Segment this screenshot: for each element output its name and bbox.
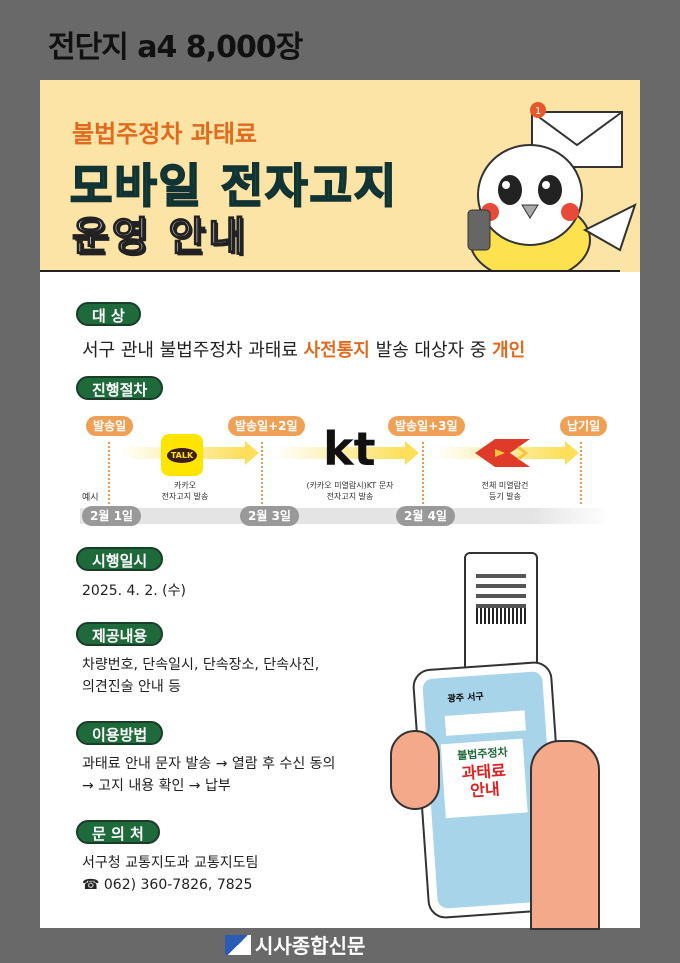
hand-icon [390,730,440,810]
contact-text: 서구청 교통지도과 교통지도팀☎ 062) 360-7826, 7825 [82,855,259,893]
timeline-arrow [435,441,579,465]
contact-label: 문 의 처 [76,820,160,844]
usage-text: 과태료 안내 문자 발송 → 열람 후 수신 동의→ 고지 내용 확인 → 납부 [82,756,336,794]
top-title: 전단지 a4 8,000장 [48,30,303,65]
content-text: 차량번호, 단속일시, 단속장소, 단속사진,의견진술 안내 등 [82,657,320,695]
header-title-line1: 모바일 전자고지 [69,158,399,214]
hand-icon [530,740,600,930]
timeline-date-bar [80,508,610,524]
timeline-divider [422,442,424,504]
content-label: 제공내용 [76,622,164,646]
poster-header: 불법주정차 과태료 모바일 전자고지 운영 안내 1 [40,80,640,272]
registered-mail-icon [475,439,530,467]
receipt-icon [464,552,538,672]
step-pill: 발송일+3일 [388,416,465,436]
example-label: 예시 [82,493,99,503]
step-date: 2월 1일 [82,506,141,526]
usage-label: 이용방법 [76,721,164,745]
phone-sender: 광주 서구 [447,692,485,705]
target-text: 서구 관내 불법주정차 과태료 사전통지 발송 대상자 중 개인 [82,340,526,361]
step-pill: 발송일 [86,416,134,436]
timeline-divider [580,442,582,504]
mascot-with-mail-icon: 1 [467,102,637,272]
footer-logo: 시사종합신문 [225,930,365,959]
timeline-divider [261,442,263,504]
kakaotalk-icon: TALK [161,434,203,476]
newspaper-logo-icon [225,934,251,955]
procedure-label: 진행절차 [76,376,164,400]
header-divider [40,270,620,272]
timeline-arrow [275,441,419,465]
step-date: 2월 3일 [240,506,299,526]
svg-text:1: 1 [535,106,541,117]
target-label: 대 상 [76,302,141,326]
step-pill: 납기일 [560,416,608,436]
kt-logo-icon: kt [323,422,376,476]
poster: 불법주정차 과태료 모바일 전자고지 운영 안내 1 대 상 서구 관내 불법주… [40,80,640,930]
timeline-divider [108,442,110,504]
step-pill: 발송일+2일 [228,416,305,436]
effective-text: 2025. 4. 2. (수) [82,583,186,599]
header-subtitle: 불법주정차 과태료 [72,120,257,148]
header-title-line2: 운영 안내 [71,213,249,261]
effective-label: 시행일시 [76,547,164,571]
step-date: 2월 4일 [396,506,455,526]
